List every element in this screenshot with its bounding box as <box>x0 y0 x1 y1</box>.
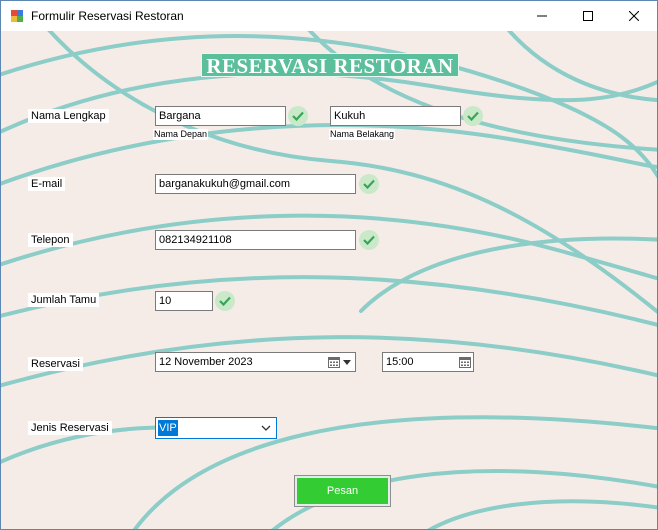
pesan-button-label: Pesan <box>297 478 388 504</box>
first-name-valid <box>288 106 308 126</box>
pesan-button[interactable]: Pesan <box>294 475 391 507</box>
minimize-button[interactable] <box>519 1 565 31</box>
form-area: RESERVASI RESTORAN Nama Lengkap Bargana … <box>1 31 657 529</box>
calendar-icon[interactable] <box>459 356 471 368</box>
maximize-button[interactable] <box>565 1 611 31</box>
jumlah-tamu-field[interactable]: 10 <box>155 291 213 311</box>
email-field[interactable]: barganakukuh@gmail.com <box>155 174 356 194</box>
telepon-field[interactable]: 082134921108 <box>155 230 356 250</box>
dropdown-arrow-icon[interactable] <box>343 360 351 365</box>
first-name-field[interactable]: Bargana <box>155 106 286 126</box>
jenis-reservasi-label: Jenis Reservasi <box>28 421 112 435</box>
window-title: Formulir Reservasi Restoran <box>31 9 184 23</box>
first-name-caption: Nama Depan <box>153 129 209 140</box>
email-label: E-mail <box>28 177 66 191</box>
nama-lengkap-label: Nama Lengkap <box>28 109 109 123</box>
reservasi-label: Reservasi <box>28 357 83 371</box>
checkmark-icon <box>363 235 375 246</box>
close-button[interactable] <box>611 1 657 31</box>
date-value: 12 November 2023 <box>159 356 253 368</box>
chevron-down-icon <box>261 425 271 431</box>
minimize-icon <box>537 15 547 17</box>
checkmark-icon <box>219 296 231 307</box>
calendar-icon[interactable] <box>328 356 340 368</box>
last-name-caption: Nama Belakang <box>329 129 396 140</box>
time-value: 15:00 <box>386 356 414 368</box>
background-wave-pattern <box>1 31 657 529</box>
jumlah-tamu-label: Jumlah Tamu <box>28 293 100 307</box>
jumlah-tamu-valid <box>215 291 235 311</box>
title-bar: Formulir Reservasi Restoran <box>1 1 657 31</box>
last-name-valid <box>463 106 483 126</box>
page-heading: RESERVASI RESTORAN <box>201 53 459 78</box>
checkmark-icon <box>467 111 479 122</box>
jenis-reservasi-selected: VIP <box>158 420 178 436</box>
jenis-reservasi-select[interactable]: VIP <box>155 417 277 439</box>
close-icon <box>629 11 639 21</box>
email-valid <box>359 174 379 194</box>
app-icon <box>11 10 23 22</box>
maximize-icon <box>583 11 593 21</box>
time-picker[interactable]: 15:00 <box>382 352 474 372</box>
telepon-valid <box>359 230 379 250</box>
date-picker[interactable]: 12 November 2023 <box>155 352 356 372</box>
telepon-label: Telepon <box>28 233 73 247</box>
jenis-reservasi-dropdown[interactable] <box>258 420 274 436</box>
checkmark-icon <box>292 111 304 122</box>
checkmark-icon <box>363 179 375 190</box>
last-name-field[interactable]: Kukuh <box>330 106 461 126</box>
